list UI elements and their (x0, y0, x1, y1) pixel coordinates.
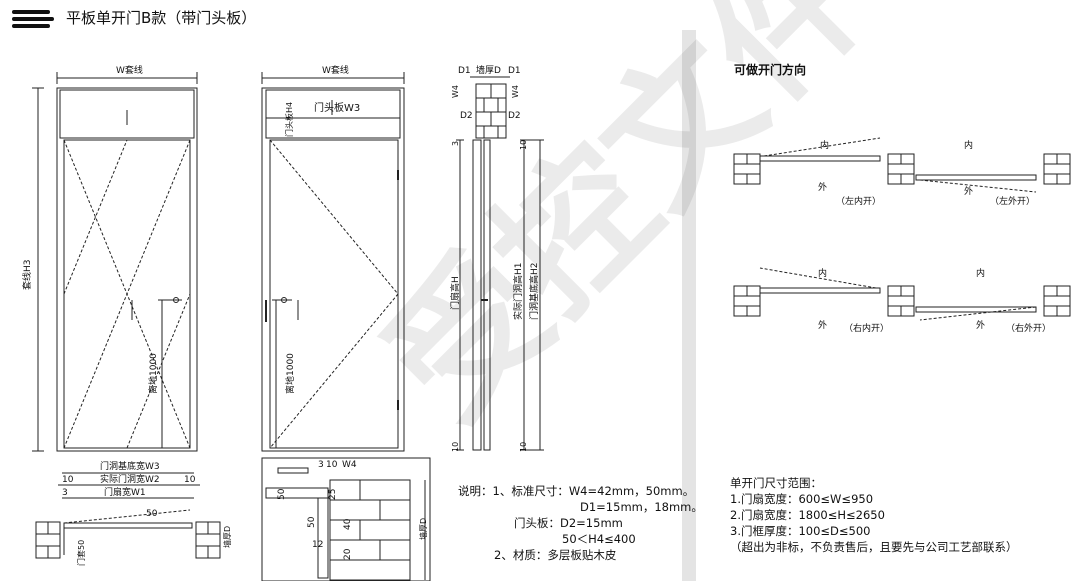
plan-dim-10-left: 10 (62, 475, 74, 485)
left-outward-label: （左外开） (990, 197, 1036, 207)
plan-section (35, 472, 221, 559)
detail-wall-thickness: 墙厚D (419, 517, 428, 540)
plan-leaf-width: 门扇宽W1 (104, 488, 146, 498)
drawing-canvas (32, 72, 544, 581)
plan-dim-10-right: 10 (184, 475, 196, 485)
opening-diagrams (733, 137, 1071, 321)
page-title: 平板单开门B款（带门头板） (66, 9, 257, 27)
detail-dim-w4: W4 (342, 460, 357, 470)
detail-section (261, 457, 431, 581)
row2-inside-a: 内 (818, 269, 828, 279)
row2-outside-a: 外 (818, 321, 828, 331)
side-d1-right: D1 (508, 66, 521, 76)
side-d1-left: D1 (458, 66, 471, 76)
plan-dim-3: 3 (62, 488, 68, 498)
detail-dim-10: 10 (326, 460, 338, 470)
plan-wall-thickness: 墙厚D (223, 525, 232, 548)
row1-outside-b: 外 (964, 187, 974, 197)
side-w4-right: W4 (511, 85, 520, 98)
row1-outside-a: 外 (818, 183, 828, 193)
side-wall-thickness: 墙厚D (476, 66, 501, 76)
detail-dim-50-b: 50 (307, 516, 317, 528)
side-leaf-height: 门扇高H (451, 276, 461, 310)
side-base-opening: 门洞基底高H2 (530, 262, 540, 321)
side-w4-left: W4 (451, 85, 460, 98)
note-line-4: 50＜H4≤400 (562, 532, 636, 546)
right-inward-label: （右内开） (844, 324, 890, 334)
divider (682, 30, 696, 581)
size-range-note: （超出为非标，不负责售后，且要先与公司工艺部联系） (730, 540, 1018, 554)
left-inward-label: （左内开） (836, 197, 882, 207)
header-board-height-label: 门头板H4 (285, 101, 294, 137)
front-view-right (261, 72, 405, 452)
size-range-item-1: 1.门扇宽度：600≤W≤950 (730, 492, 874, 506)
side-d2-left: D2 (460, 111, 473, 121)
header-board-label: 门头板W3 (314, 103, 361, 114)
row1-inside-a: 内 (820, 141, 830, 151)
plan-frame-50: 门套50 (77, 539, 86, 566)
front-left-height-label: 套线H3 (23, 259, 33, 291)
detail-dim-20: 20 (343, 548, 353, 560)
side-top-gap-right: 10 (519, 139, 528, 150)
logo-icon (12, 10, 54, 32)
detail-dim-3: 3 (318, 460, 324, 470)
plan-dim-50: 50 (146, 509, 158, 519)
note-line-3: 门头板：D2=15mm (514, 516, 623, 530)
plan-actual-width: 实际门洞宽W2 (100, 475, 160, 485)
front-right-width-label: W套线 (322, 66, 349, 76)
opening-direction-title: 可做开门方向 (734, 63, 807, 77)
row2-outside-b: 外 (976, 321, 986, 331)
front-left-width-label: W套线 (116, 66, 143, 76)
note-line-5: 2、材质：多层板贴木皮 (494, 548, 617, 562)
right-outward-label: （右外开） (1006, 324, 1052, 334)
row2-inside-b: 内 (976, 269, 986, 279)
size-range-title: 单开门尺寸范围： (730, 476, 822, 490)
side-bottom-gap: 10 (451, 441, 460, 452)
front-left-handle-height-label: 离地1000 (149, 353, 159, 394)
detail-dim-25: 25 (328, 488, 338, 500)
size-range-item-3: 3.门框厚度：100≤D≤500 (730, 524, 871, 538)
side-top-gap: 3 (451, 140, 460, 146)
front-view-left (32, 72, 198, 452)
plan-base-width: 门洞基底宽W3 (100, 462, 160, 472)
front-right-handle-height-label: 离地1000 (286, 353, 296, 394)
detail-dim-12: 12 (312, 540, 324, 550)
side-section (456, 76, 544, 451)
row1-inside-b: 内 (964, 141, 974, 151)
note-line-2: D1=15mm，18mm。 (580, 500, 703, 514)
detail-dim-40: 40 (343, 518, 353, 530)
detail-dim-50-a: 50 (277, 488, 287, 500)
side-d2-right: D2 (508, 111, 521, 121)
note-line-1: 说明：1、标准尺寸：W4=42mm，50mm。 (458, 484, 695, 498)
size-range-item-2: 2.门扇宽度：1800≤H≤2650 (730, 508, 885, 522)
side-actual-opening: 实际门洞高H1 (514, 262, 524, 321)
side-bottom-gap-right: 10 (519, 441, 528, 452)
